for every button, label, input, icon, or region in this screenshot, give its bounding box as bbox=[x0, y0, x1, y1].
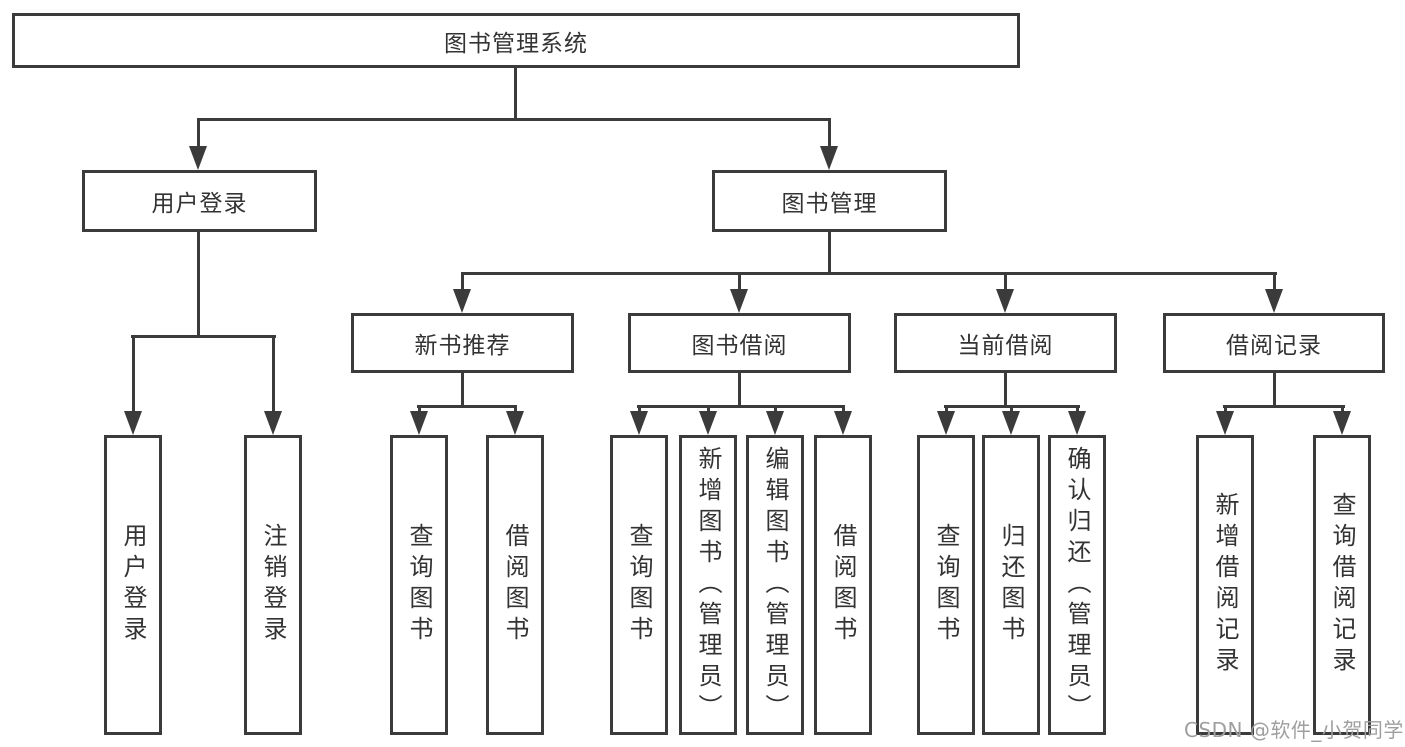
node-user-login: 用户登录 bbox=[82, 170, 317, 232]
leaf-cb-confirm-label: 确认归还（管理员） bbox=[1063, 445, 1091, 725]
leaf-bb-borrow-label: 借阅图书 bbox=[829, 523, 857, 647]
leaf-rec-borrow-label: 借阅图书 bbox=[501, 523, 529, 647]
connector-br-hline bbox=[1223, 405, 1345, 408]
node-current-borrow: 当前借阅 bbox=[894, 313, 1117, 373]
arrow-to-current-borrow bbox=[996, 289, 1014, 313]
connector-bb-drop bbox=[738, 373, 741, 405]
node-leaf-bb-query: 查询图书 bbox=[610, 435, 668, 735]
node-leaf-user-login: 用户登录 bbox=[104, 435, 162, 735]
connector-bb-add-stub bbox=[707, 405, 710, 413]
connector-leaf-logout-stub bbox=[272, 335, 275, 413]
connector-root-drop bbox=[514, 68, 517, 118]
connector-cb-confirm-stub bbox=[1076, 405, 1079, 413]
node-leaf-logout: 注销登录 bbox=[244, 435, 302, 735]
node-leaf-br-query: 查询借阅记录 bbox=[1313, 435, 1371, 735]
arrow-to-br-add bbox=[1216, 411, 1234, 435]
connector-mgmt-drop bbox=[828, 232, 831, 272]
connector-br-query-stub bbox=[1341, 405, 1344, 413]
node-leaf-br-add: 新增借阅记录 bbox=[1196, 435, 1254, 735]
arrow-to-new-book-rec bbox=[453, 289, 471, 313]
arrow-to-cb-query bbox=[937, 411, 955, 435]
node-book-mgmt: 图书管理 bbox=[712, 170, 947, 232]
arrow-to-bb-edit bbox=[766, 411, 784, 435]
arrow-to-bb-borrow bbox=[834, 411, 852, 435]
connector-rec-borrow-stub bbox=[514, 405, 517, 413]
node-borrow-records: 借阅记录 bbox=[1163, 313, 1385, 373]
arrow-to-borrow-records bbox=[1265, 289, 1283, 313]
node-leaf-cb-query: 查询图书 bbox=[917, 435, 975, 735]
connector-bb-stub bbox=[738, 272, 741, 291]
node-leaf-bb-edit: 编辑图书（管理员） bbox=[746, 435, 804, 735]
connector-mgmt-stub bbox=[828, 118, 831, 150]
leaf-cb-return-label: 归还图书 bbox=[997, 523, 1025, 647]
connector-rec-query-stub bbox=[418, 405, 421, 413]
node-book-borrow: 图书借阅 bbox=[628, 313, 851, 373]
connector-rec-stub bbox=[461, 272, 464, 291]
arrow-to-cb-confirm bbox=[1068, 411, 1086, 435]
node-leaf-cb-return: 归还图书 bbox=[982, 435, 1040, 735]
connector-rec-drop bbox=[461, 373, 464, 405]
connector-bb-borrow-stub bbox=[842, 405, 845, 413]
connector-cb-drop bbox=[1004, 373, 1007, 405]
node-leaf-rec-borrow: 借阅图书 bbox=[486, 435, 544, 735]
connector-br-drop bbox=[1273, 373, 1276, 405]
connector-cb-query-stub bbox=[945, 405, 948, 413]
arrow-to-leaf-logout bbox=[264, 411, 282, 435]
connector-bb-hline bbox=[637, 405, 845, 408]
node-leaf-cb-confirm: 确认归还（管理员） bbox=[1048, 435, 1106, 735]
connector-br-add-stub bbox=[1224, 405, 1227, 413]
arrow-to-rec-query bbox=[410, 411, 428, 435]
connector-l3-hline bbox=[461, 272, 1277, 275]
arrow-to-rec-borrow bbox=[506, 411, 524, 435]
connector-bb-edit-stub bbox=[774, 405, 777, 413]
arrow-to-bb-query bbox=[630, 411, 648, 435]
connector-login-stub bbox=[197, 118, 200, 150]
leaf-bb-add-label: 新增图书（管理员） bbox=[694, 445, 722, 725]
node-leaf-bb-borrow: 借阅图书 bbox=[814, 435, 872, 735]
node-leaf-bb-add: 新增图书（管理员） bbox=[679, 435, 737, 735]
node-new-book-rec: 新书推荐 bbox=[351, 313, 574, 373]
watermark: CSDN @软件_小贺同学 bbox=[1184, 718, 1404, 742]
arrow-to-book-borrow bbox=[730, 289, 748, 313]
leaf-br-add-label: 新增借阅记录 bbox=[1211, 492, 1239, 678]
node-root: 图书管理系统 bbox=[12, 13, 1020, 68]
connector-cb-stub bbox=[1004, 272, 1007, 291]
connector-leaf-login-stub bbox=[132, 335, 135, 413]
connector-cb-return-stub bbox=[1010, 405, 1013, 413]
arrow-to-cb-return bbox=[1002, 411, 1020, 435]
leaf-user-login-label: 用户登录 bbox=[119, 523, 147, 647]
leaf-bb-edit-label: 编辑图书（管理员） bbox=[761, 445, 789, 725]
connector-login-drop bbox=[197, 232, 200, 335]
arrow-to-user-login bbox=[189, 146, 207, 170]
leaf-rec-query-label: 查询图书 bbox=[405, 523, 433, 647]
node-leaf-rec-query: 查询图书 bbox=[390, 435, 448, 735]
connector-login-hline bbox=[131, 335, 276, 338]
arrow-to-leaf-user-login bbox=[124, 411, 142, 435]
connector-rec-hline bbox=[417, 405, 517, 408]
connector-br-stub bbox=[1273, 272, 1276, 291]
arrow-to-book-mgmt bbox=[820, 146, 838, 170]
leaf-logout-label: 注销登录 bbox=[259, 523, 287, 647]
leaf-br-query-label: 查询借阅记录 bbox=[1328, 492, 1356, 678]
leaf-bb-query-label: 查询图书 bbox=[625, 523, 653, 647]
arrow-to-bb-add bbox=[699, 411, 717, 435]
connector-l2-hline bbox=[197, 118, 831, 121]
leaf-cb-query-label: 查询图书 bbox=[932, 523, 960, 647]
arrow-to-br-query bbox=[1333, 411, 1351, 435]
connector-bb-query-stub bbox=[638, 405, 641, 413]
